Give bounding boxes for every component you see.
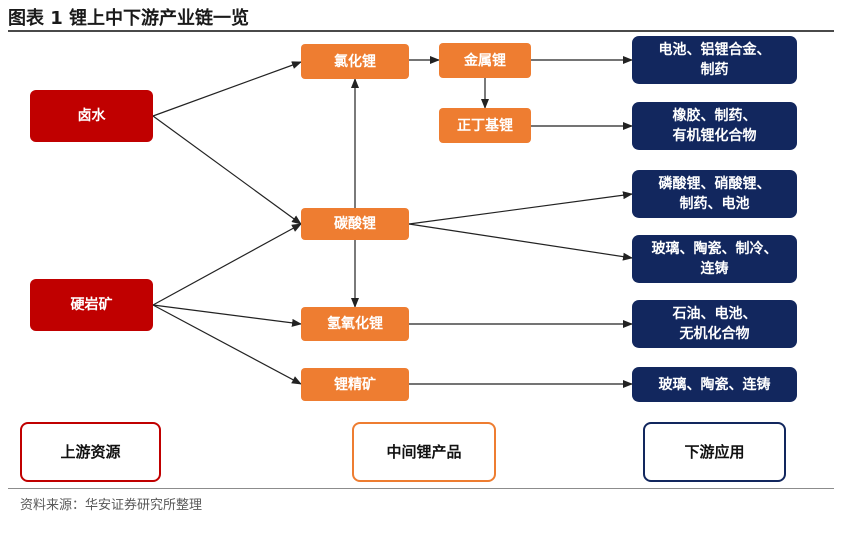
legend-upstream: 上游资源 — [20, 422, 161, 482]
figure-title: 图表 1 锂上中下游产业链一览 — [8, 8, 250, 29]
arrow-brine-carbonate — [152, 115, 302, 225]
source-brine: 卤水 — [30, 90, 153, 142]
application-3: 磷酸锂、硝酸锂、制药、电池 — [632, 170, 797, 218]
product-lithium-chloride: 氯化锂 — [301, 44, 409, 79]
application-5: 石油、电池、无机化合物 — [632, 300, 797, 348]
source-spodumene: 硬岩矿 — [30, 279, 153, 331]
application-1-line-1: 电池、铝锂合金、 — [658, 42, 771, 58]
source-note: 资料来源：华安证券研究所整理 — [20, 498, 203, 513]
application-6-line-1: 玻璃、陶瓷、连铸 — [658, 376, 771, 393]
arrow-brine-chloride — [152, 61, 302, 117]
application-5-line-1: 石油、电池、 — [672, 306, 757, 322]
bottom-rule — [8, 488, 834, 489]
application-6: 玻璃、陶瓷、连铸 — [632, 367, 797, 402]
application-4: 玻璃、陶瓷、制冷、连铸 — [632, 235, 797, 283]
application-3-line-2: 制药、电池 — [679, 196, 750, 212]
application-4-line-2: 连铸 — [700, 261, 729, 277]
legend-downstream: 下游应用 — [643, 422, 786, 482]
product-butyl-lithium: 正丁基锂 — [439, 108, 531, 143]
product-lithium-carbonate: 碳酸锂 — [301, 208, 409, 240]
product-lithium-metal: 金属锂 — [439, 43, 531, 78]
application-2: 橡胶、制药、有机锂化合物 — [632, 102, 797, 150]
product-lithium-hydroxide: 氢氧化锂 — [301, 307, 409, 341]
application-2-line-1: 橡胶、制药、 — [672, 108, 757, 124]
legend-midstream: 中间锂产品 — [352, 422, 496, 482]
arrow-carbonate-app3 — [408, 191, 633, 225]
application-3-line-1: 磷酸锂、硝酸锂、 — [658, 176, 771, 192]
product-lithium-concentrate: 锂精矿 — [301, 368, 409, 401]
arrow-spodumene-hydroxide — [152, 304, 302, 327]
application-1-line-2: 制药 — [700, 62, 729, 78]
arrow-carbonate-app4 — [408, 223, 633, 261]
arrow-spodumene-concentrate — [152, 304, 302, 385]
top-rule — [8, 30, 834, 32]
application-2-line-2: 有机锂化合物 — [672, 128, 757, 144]
arrow-spodumene-carbonate — [152, 223, 302, 306]
application-1: 电池、铝锂合金、制药 — [632, 36, 797, 84]
application-5-line-2: 无机化合物 — [679, 326, 750, 342]
application-4-line-1: 玻璃、陶瓷、制冷、 — [651, 241, 778, 257]
